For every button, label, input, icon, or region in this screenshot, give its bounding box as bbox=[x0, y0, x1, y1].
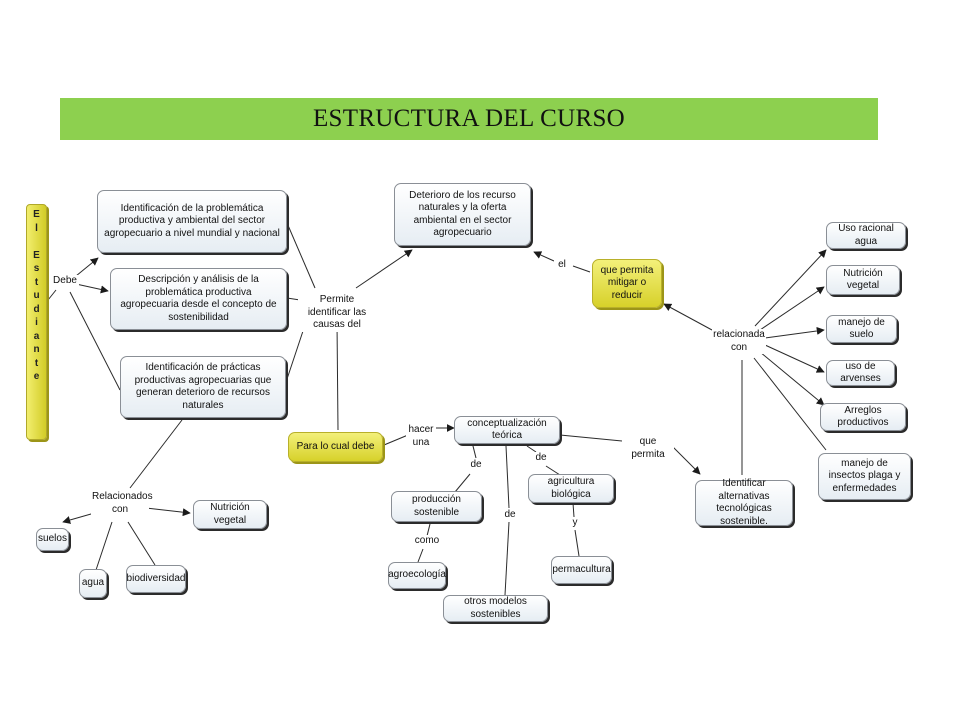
link-label-relacionada: relacionada con bbox=[712, 329, 766, 354]
estudiante-char: t bbox=[34, 357, 39, 369]
estudiante-char: i bbox=[35, 317, 38, 328]
node-produccion-sostenible[interactable]: producción sostenible bbox=[391, 491, 482, 522]
node-conceptualizacion-teorica[interactable]: conceptualización teórica bbox=[454, 416, 560, 444]
estudiante-char: e bbox=[33, 371, 40, 382]
link-label-de: de bbox=[502, 509, 518, 522]
link-label-de: de bbox=[533, 452, 549, 465]
link-label-que-permita: que permita bbox=[622, 436, 674, 461]
node-permacultura[interactable]: permacultura bbox=[551, 556, 612, 584]
node-suelos[interactable]: suelos bbox=[36, 528, 69, 551]
node-para-lo-cual-debe[interactable]: Para lo cual debe bbox=[288, 432, 383, 462]
page-title: ESTRUCTURA DEL CURSO bbox=[312, 105, 626, 132]
estudiante-char: u bbox=[33, 290, 40, 301]
estudiante-char: n bbox=[33, 344, 40, 355]
node-manejo-insectos[interactable]: manejo de insectos plaga y enfermedades bbox=[818, 453, 911, 500]
estudiante-char: l bbox=[35, 222, 38, 234]
estudiante-vertical-box: E l E s t u d i a n t e bbox=[26, 204, 47, 440]
link-label-relacionados: Relacionados con bbox=[91, 491, 153, 516]
node-manejo-suelo[interactable]: manejo de suelo bbox=[826, 315, 897, 343]
estudiante-char: E bbox=[33, 249, 40, 261]
node-biodiversidad[interactable]: biodiversidad bbox=[126, 565, 186, 593]
node-arreglos-productivos[interactable]: Arreglos productivos bbox=[820, 403, 906, 431]
node-agroecologia[interactable]: agroecología bbox=[388, 562, 446, 589]
node-mitigar-reducir[interactable]: que permita mitigar o reducir bbox=[592, 259, 662, 308]
link-label-y: y bbox=[569, 517, 581, 530]
link-label-hacer: hacer una bbox=[406, 424, 436, 449]
link-label-el: el bbox=[554, 259, 570, 272]
link-label-permite: Permite identificar las causas del bbox=[298, 294, 376, 332]
node-identificar-alternativas[interactable]: Identificar alternativas tecnológicas so… bbox=[695, 478, 793, 527]
node-deterioro-recursos[interactable]: Deterioro de los recurso naturales y la … bbox=[394, 183, 531, 246]
node-uso-arvenses[interactable]: uso de arvenses bbox=[826, 360, 895, 386]
node-nutricion-vegetal-left[interactable]: Nutrición vegetal bbox=[193, 500, 267, 529]
link-label-como: como bbox=[413, 535, 441, 548]
node-identificacion-practicas[interactable]: Identificación de prácticas productivas … bbox=[120, 356, 286, 418]
node-descripcion-analisis[interactable]: Descripción y análisis de la problemátic… bbox=[110, 268, 287, 330]
node-identificacion-problematica[interactable]: Identificación de la problemática produc… bbox=[97, 190, 287, 253]
node-uso-racional-agua[interactable]: Uso racional agua bbox=[826, 222, 906, 249]
link-label-de: de bbox=[468, 459, 484, 472]
estudiante-char: s bbox=[33, 263, 40, 274]
node-agua[interactable]: agua bbox=[79, 569, 107, 598]
estudiante-char: t bbox=[34, 276, 39, 288]
node-agricultura-biologica[interactable]: agricultura biológica bbox=[528, 474, 614, 503]
title-banner: ESTRUCTURA DEL CURSO bbox=[60, 98, 878, 140]
estudiante-char: d bbox=[33, 303, 40, 315]
link-label-debe: Debe bbox=[51, 275, 79, 288]
estudiante-char: E bbox=[33, 209, 40, 220]
estudiante-char: a bbox=[33, 330, 40, 342]
node-nutricion-vegetal-right[interactable]: Nutrición vegetal bbox=[826, 265, 900, 295]
node-otros-modelos-sostenibles[interactable]: otros modelos sostenibles bbox=[443, 595, 548, 622]
